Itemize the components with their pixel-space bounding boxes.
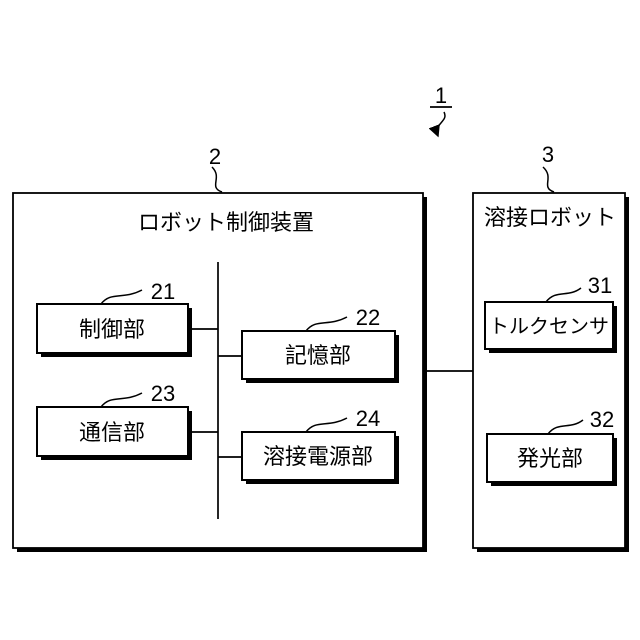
torque-sensor-group: トルクセンサ 31 (484, 273, 617, 353)
welding-power-unit-label: 溶接電源部 (263, 444, 373, 469)
torque-sensor-label: トルクセンサ (489, 315, 609, 338)
control-unit-label: 制御部 (79, 317, 145, 342)
welding-robot-box (472, 192, 626, 549)
reference-number-2: 2 (209, 144, 221, 169)
storage-unit-group: 記憶部 22 (241, 305, 399, 383)
leader-squiggle-23 (100, 392, 143, 408)
leader-squiggle-31 (545, 287, 582, 303)
storage-unit-box (241, 330, 396, 380)
reference-number-21: 21 (151, 279, 175, 304)
leader-squiggle-21 (100, 289, 143, 305)
system-reference-arrow (428, 111, 446, 138)
robot-controller-title: ロボット制御装置 (138, 210, 314, 235)
light-emitting-unit-box (486, 433, 614, 483)
control-unit-box (36, 303, 189, 354)
system-reference: 1 (428, 83, 452, 138)
welding-robot-title: 溶接ロボット (484, 205, 616, 230)
robot-controller-group: ロボット制御装置 2 制御部 21 記憶部 (12, 144, 427, 552)
leader-squiggle-22 (305, 316, 348, 332)
light-emitting-unit-group: 発光部 32 (486, 407, 617, 486)
welding-robot-group: 溶接ロボット 3 トルクセンサ 31 発光部 32 (472, 142, 629, 552)
leader-squiggle-32 (547, 419, 584, 435)
torque-sensor-box (484, 301, 614, 350)
welding-power-unit-box (241, 431, 396, 481)
reference-number-24: 24 (356, 406, 380, 431)
welding-power-unit-group: 溶接電源部 24 (241, 406, 399, 484)
leader-squiggle-24 (305, 417, 348, 433)
reference-number-32: 32 (590, 407, 614, 432)
reference-number-22: 22 (356, 305, 380, 330)
system-reference-number: 1 (435, 83, 447, 108)
reference-number-3: 3 (542, 142, 554, 167)
communication-unit-label: 通信部 (79, 420, 145, 445)
reference-number-31: 31 (588, 273, 612, 298)
communication-unit-box (36, 406, 189, 457)
leader-squiggle-3 (542, 166, 555, 193)
communication-unit-group: 通信部 23 (36, 381, 192, 460)
light-emitting-unit-label: 発光部 (517, 446, 583, 471)
storage-unit-label: 記憶部 (285, 343, 351, 368)
leader-squiggle-2 (211, 166, 223, 193)
control-unit-group: 制御部 21 (36, 279, 192, 357)
reference-number-23: 23 (151, 381, 175, 406)
